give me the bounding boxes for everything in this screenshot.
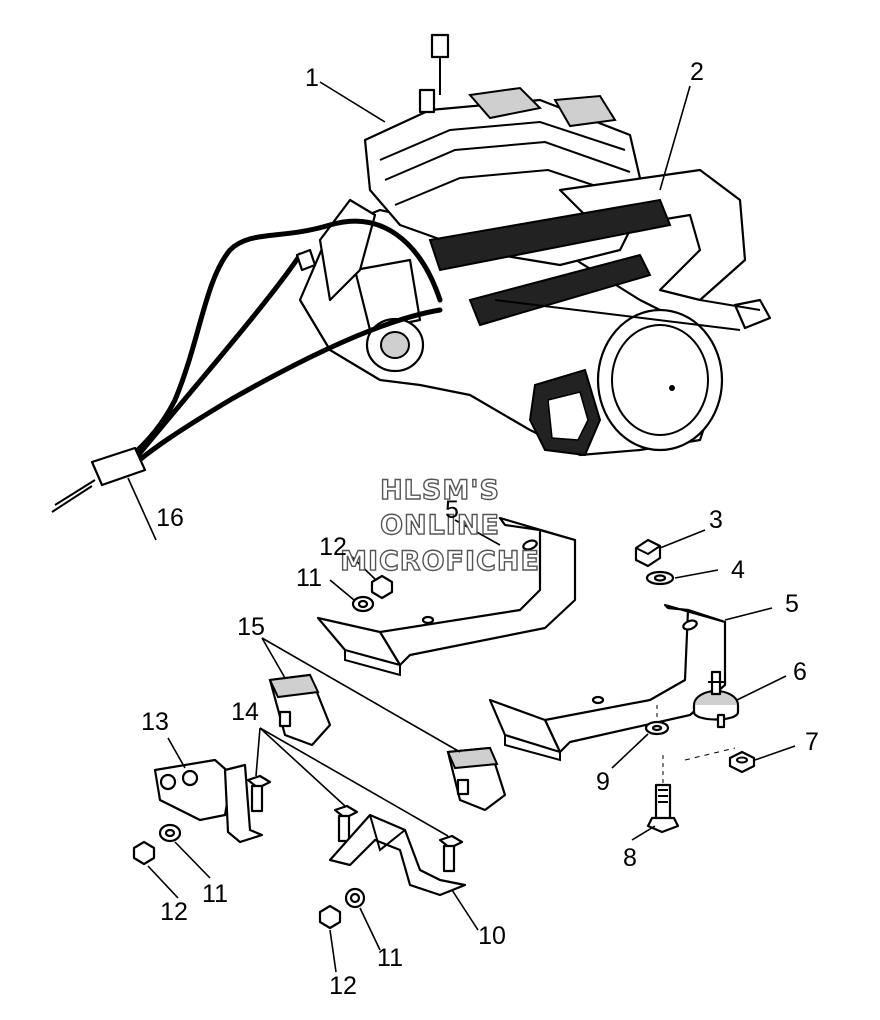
- callout-6: 6: [793, 658, 807, 686]
- callout-11-bottom: 11: [377, 944, 403, 972]
- flange-nut-7: [728, 750, 756, 774]
- hex-nut-3: [634, 538, 662, 568]
- bracket-13: [153, 758, 264, 844]
- watermark-line-2: ONLINE: [380, 510, 500, 541]
- hex-nut-12-left: [132, 840, 156, 866]
- callout-7: 7: [805, 728, 819, 756]
- callout-2: 2: [690, 58, 704, 86]
- callout-10: 10: [478, 922, 506, 950]
- mount-block-15-left: [268, 673, 332, 747]
- watermark-line-3: MICROFICHE: [340, 546, 540, 577]
- callout-15: 15: [237, 613, 265, 641]
- callout-16: 16: [156, 504, 184, 532]
- callout-3: 3: [709, 506, 723, 534]
- callout-5-upper: 5: [445, 496, 459, 524]
- callout-9: 9: [596, 768, 610, 796]
- callout-11-left: 11: [202, 880, 228, 908]
- callout-12-left: 12: [160, 898, 188, 926]
- lower-engine-mount: [488, 603, 727, 762]
- rubber-mount-6: [692, 670, 740, 729]
- wire-harness: [51, 218, 443, 513]
- callout-12-bottom: 12: [329, 972, 357, 1000]
- washer-9: [644, 720, 670, 736]
- callout-14: 14: [231, 698, 259, 726]
- hex-nut-12-bottom: [318, 904, 342, 930]
- callout-11-upper: 11: [296, 564, 322, 592]
- engine-assembly: [298, 33, 772, 457]
- callout-12-upper: 12: [319, 533, 347, 561]
- hex-nut-12-upper: [370, 574, 394, 600]
- leader-lines: [127, 81, 796, 973]
- bolt-14-left: [246, 774, 272, 813]
- washer-11-upper: [351, 595, 375, 613]
- bolt-14-middle: [333, 804, 359, 843]
- callout-1: 1: [305, 64, 319, 92]
- mount-block-15-right: [446, 746, 507, 812]
- washer-4: [645, 570, 675, 586]
- bolt-14-right: [438, 834, 464, 873]
- bolt-8: [646, 755, 680, 834]
- upper-engine-mount: [316, 516, 577, 677]
- callout-8: 8: [623, 844, 637, 872]
- washer-11-left: [158, 823, 182, 843]
- watermark-line-1: HLSM'S: [380, 475, 500, 506]
- callout-5-lower: 5: [785, 590, 799, 618]
- callout-13: 13: [141, 708, 169, 736]
- washer-11-bottom: [344, 887, 366, 909]
- callout-4: 4: [731, 556, 745, 584]
